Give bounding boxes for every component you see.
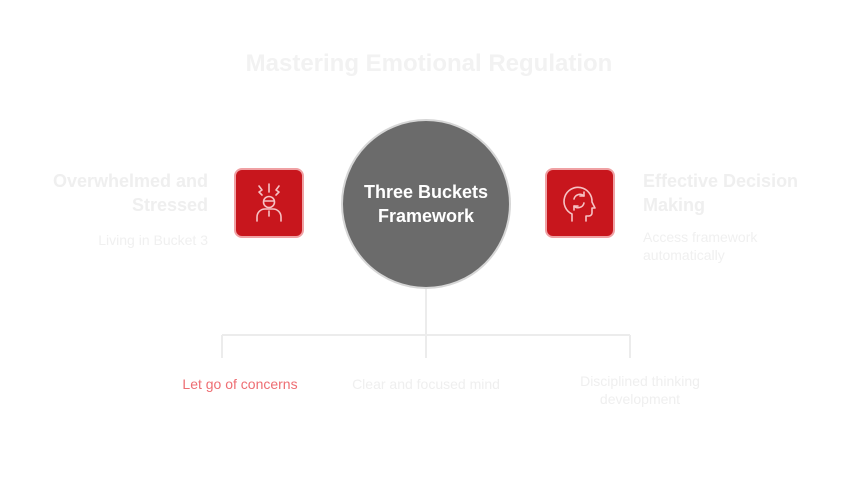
- decision-tile: [545, 168, 615, 238]
- stressed-person-icon: [256, 183, 282, 222]
- stressed-tile: [234, 168, 304, 238]
- bucket-1-label: Let go of concerns: [182, 376, 298, 392]
- hub-label: Three Buckets Framework: [363, 182, 489, 226]
- right-heading: Effective Decision Making: [643, 171, 799, 215]
- head-cycle-icon: [563, 186, 596, 222]
- right-subtitle: Access framework automatically: [643, 229, 758, 263]
- bucket-2-label: Clear and focused mind: [352, 376, 500, 392]
- left-heading: Overwhelmed and Stressed: [52, 171, 208, 215]
- bucket-3-label: Disciplined thinking development: [580, 373, 700, 407]
- framework-hub: Three Buckets Framework: [341, 119, 511, 289]
- diagram-title: Mastering Emotional Regulation: [245, 50, 613, 77]
- left-subtitle: Living in Bucket 3: [98, 232, 208, 248]
